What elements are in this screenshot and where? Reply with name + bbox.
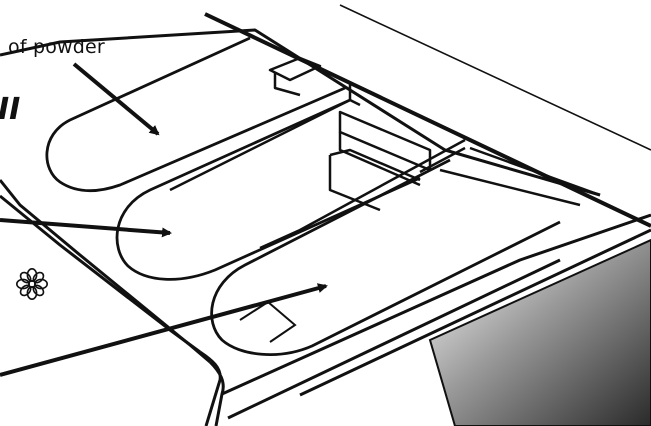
arrow-compartment-2 bbox=[0, 218, 172, 238]
pointer-arrows bbox=[0, 62, 328, 377]
flower-icon bbox=[16, 268, 48, 300]
drawer-recess-shading bbox=[428, 238, 651, 426]
compartment-2 bbox=[115, 98, 421, 281]
compartment-1 bbox=[45, 36, 346, 192]
powder-caption: of powder bbox=[8, 36, 105, 58]
arrow-compartment-1 bbox=[72, 62, 160, 136]
siphon-cover bbox=[239, 300, 297, 343]
compartment-3 bbox=[210, 158, 561, 356]
machine-top-panel bbox=[204, 4, 651, 228]
arrow-compartment-3 bbox=[0, 283, 328, 377]
compartment-numeral: II bbox=[0, 92, 21, 127]
